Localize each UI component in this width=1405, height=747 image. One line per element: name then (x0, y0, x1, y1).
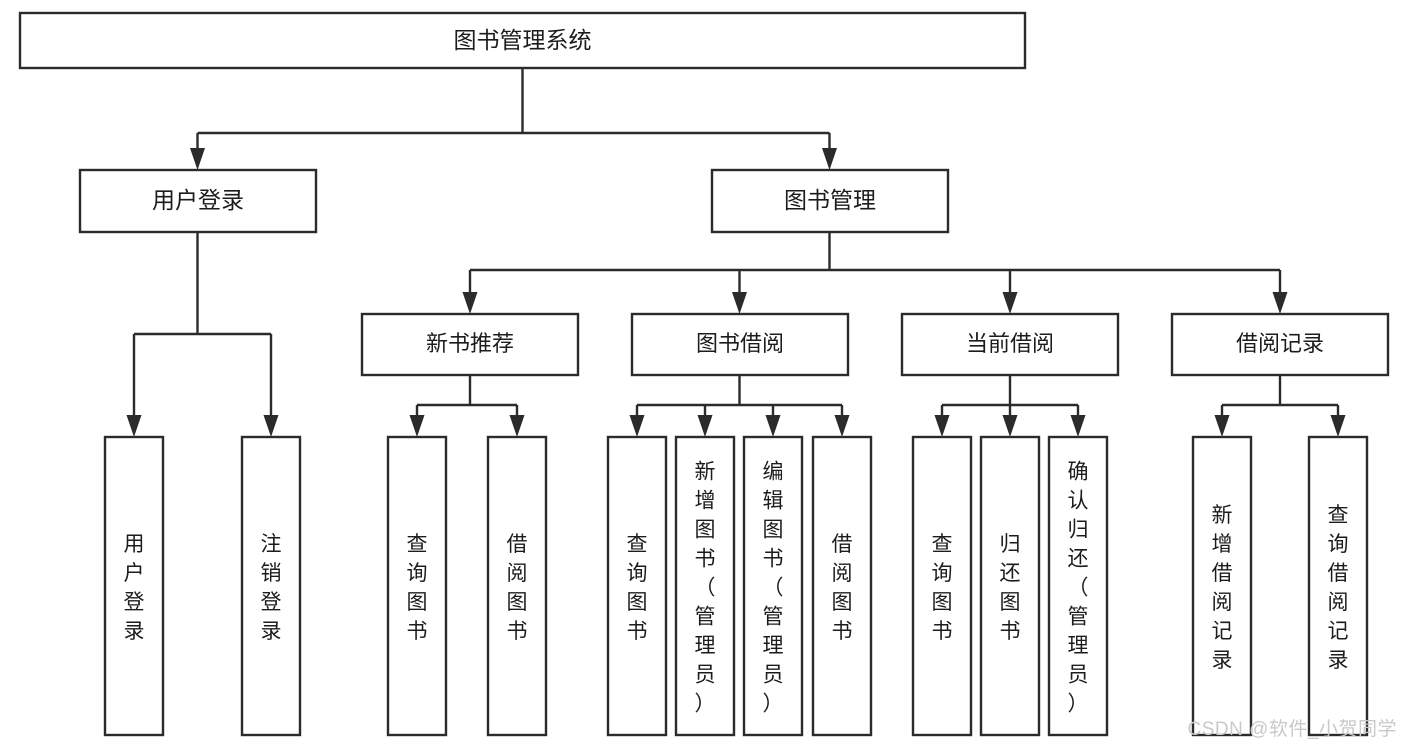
node-book-borrow-label: 图书借阅 (696, 331, 784, 356)
leaf-current-borrow-1-box (911, 435, 973, 737)
leaf-user-login-1-label: 用户登录 (124, 533, 145, 643)
leaf-book-borrow-4[interactable]: 借阅图书 (811, 435, 873, 737)
leaf-book-borrow-2-box (674, 435, 736, 737)
leaf-book-borrow-1-label: 查询图书 (627, 533, 648, 643)
node-book-borrow[interactable]: 图书借阅 (630, 312, 850, 377)
arrow-new-book-to-leaf-1 (409, 415, 425, 437)
node-root[interactable]: 图书管理系统 (18, 11, 1027, 70)
leaf-current-borrow-1[interactable]: 查询图书 (911, 435, 973, 737)
arrow-root-to-user-login (190, 148, 205, 170)
leaf-book-borrow-3[interactable]: 编辑图书（管理员） (742, 435, 804, 737)
node-user-login-box (78, 168, 318, 234)
node-new-book-recommend-label: 新书推荐 (426, 331, 514, 356)
arrow-current-borrow-to-leaf-2 (1002, 415, 1018, 437)
leaf-borrow-record-2-label: 查询借阅记录 (1328, 504, 1349, 672)
leaf-borrow-record-2-box (1307, 435, 1369, 737)
leaf-current-borrow-2-label: 归还图书 (1000, 533, 1021, 643)
node-book-manage-label: 图书管理 (784, 187, 876, 213)
leaf-user-login-2[interactable]: 注销登录 (240, 435, 302, 737)
arrow-book-borrow-to-leaf-4 (834, 415, 850, 437)
leaf-borrow-record-1-label: 新增借阅记录 (1212, 504, 1233, 672)
node-new-book-recommend-box (360, 312, 580, 377)
node-borrow-record-label: 借阅记录 (1236, 331, 1324, 356)
leaf-book-borrow-3-box (742, 435, 804, 737)
leaf-current-borrow-3-box (1047, 435, 1109, 737)
arrow-current-borrow-to-leaf-3 (1070, 415, 1086, 437)
leaf-new-book-2-label: 借阅图书 (507, 533, 528, 643)
node-root-box (18, 11, 1027, 70)
arrow-book-manage-to-book-borrow (732, 292, 747, 314)
node-book-manage-box (710, 168, 950, 234)
leaf-book-borrow-4-box (811, 435, 873, 737)
leaf-current-borrow-2[interactable]: 归还图书 (979, 435, 1041, 737)
leaf-user-login-1-box (103, 435, 165, 737)
node-root-label: 图书管理系统 (454, 27, 592, 53)
node-borrow-record-box (1170, 312, 1390, 377)
arrow-book-manage-to-new-book (462, 292, 478, 314)
leaf-book-borrow-4-label: 借阅图书 (832, 533, 853, 643)
node-borrow-record[interactable]: 借阅记录 (1170, 312, 1390, 377)
leaf-book-borrow-2[interactable]: 新增图书（管理员） (674, 435, 736, 737)
arrow-current-borrow-to-leaf-1 (934, 415, 950, 437)
leaf-borrow-record-1[interactable]: 新增借阅记录 (1191, 435, 1253, 737)
node-current-borrow-label: 当前借阅 (966, 331, 1054, 356)
leaf-current-borrow-3[interactable]: 确认归还（管理员） (1047, 435, 1109, 737)
leaf-current-borrow-1-label: 查询图书 (932, 533, 953, 643)
arrow-new-book-to-leaf-2 (509, 415, 525, 437)
leaf-new-book-2-box (486, 435, 548, 737)
arrow-book-borrow-to-leaf-2 (697, 415, 713, 437)
node-user-login[interactable]: 用户登录 (78, 168, 318, 234)
leaf-current-borrow-3-label: 确认归还（管理员） (1068, 461, 1089, 716)
leaf-book-borrow-2-label: 新增图书（管理员） (695, 461, 716, 716)
leaf-user-login-2-box (240, 435, 302, 737)
leaf-new-book-1-box (386, 435, 448, 737)
arrow-user-login-to-leaf-2 (263, 415, 279, 437)
leaf-book-borrow-3-label: 编辑图书（管理员） (763, 461, 784, 716)
node-new-book-recommend[interactable]: 新书推荐 (360, 312, 580, 377)
leaf-borrow-record-2[interactable]: 查询借阅记录 (1307, 435, 1369, 737)
leaf-new-book-2[interactable]: 借阅图书 (486, 435, 548, 737)
leaf-user-login-1[interactable]: 用户登录 (103, 435, 165, 737)
arrow-book-borrow-to-leaf-1 (629, 415, 645, 437)
arrow-root-to-book-manage (822, 148, 837, 170)
leaf-book-borrow-1[interactable]: 查询图书 (606, 435, 668, 737)
leaf-book-borrow-1-box (606, 435, 668, 737)
arrow-book-manage-to-current-borrow (1002, 292, 1018, 314)
arrow-borrow-record-to-leaf-2 (1330, 415, 1346, 437)
leaf-user-login-2-label: 注销登录 (261, 533, 282, 643)
leaf-new-book-1[interactable]: 查询图书 (386, 435, 448, 737)
leaf-borrow-record-1-box (1191, 435, 1253, 737)
node-book-borrow-box (630, 312, 850, 377)
node-current-borrow-box (900, 312, 1120, 377)
arrow-user-login-to-leaf-1 (126, 415, 142, 437)
node-current-borrow[interactable]: 当前借阅 (900, 312, 1120, 377)
arrow-borrow-record-to-leaf-1 (1214, 415, 1230, 437)
node-book-manage[interactable]: 图书管理 (710, 168, 950, 234)
edges-layer (126, 68, 1346, 437)
arrow-book-borrow-to-leaf-3 (765, 415, 781, 437)
node-user-login-label: 用户登录 (152, 187, 244, 213)
leaf-new-book-1-label: 查询图书 (407, 533, 428, 643)
arrow-book-manage-to-borrow-record (1272, 292, 1288, 314)
leaf-current-borrow-2-box (979, 435, 1041, 737)
